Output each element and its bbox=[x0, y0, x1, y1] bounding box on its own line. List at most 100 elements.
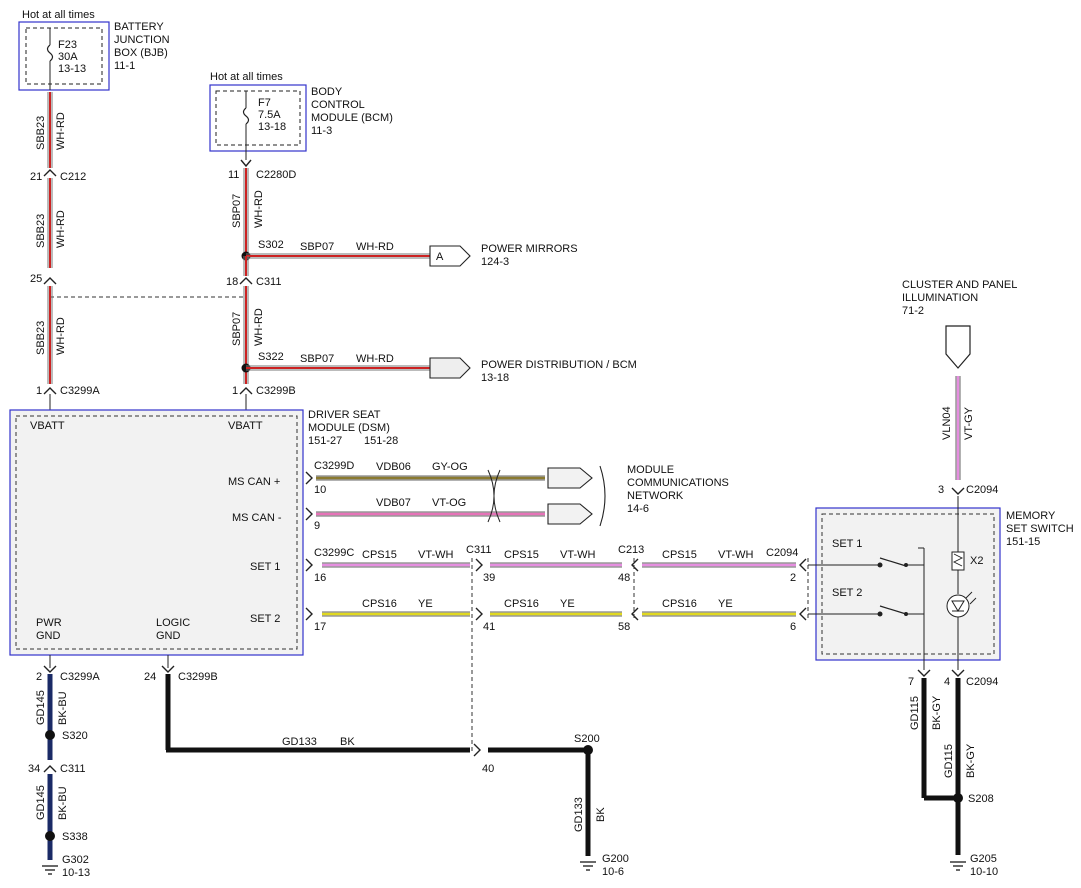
mcn-title-2: COMMUNICATIONS bbox=[627, 477, 729, 489]
cpi-ref: 71-2 bbox=[902, 305, 924, 317]
sbb23-label-3: SBB23 bbox=[35, 321, 47, 355]
memory-title-1: MEMORY bbox=[1006, 510, 1056, 522]
splice-s320-label: S320 bbox=[62, 730, 88, 742]
bjb-hot-label: Hot at all times bbox=[22, 9, 95, 21]
body-control-module: Hot at all times F7 7.5A 13-18 BODY CONT… bbox=[209, 71, 393, 160]
dsm-ms-can-minus: MS CAN - bbox=[232, 512, 282, 524]
connector-a-icon bbox=[429, 245, 471, 267]
memory-title-2: SET SWITCH bbox=[1006, 523, 1074, 535]
vdb06-color: GY-OG bbox=[432, 461, 468, 473]
pin-3: 3 bbox=[938, 484, 944, 496]
dsm-vbatt-2: VBATT bbox=[228, 420, 263, 432]
dsm-logic: LOGIC bbox=[156, 617, 190, 629]
pin-10: 10 bbox=[314, 484, 326, 496]
bjb-title-2: JUNCTION bbox=[114, 34, 170, 46]
gd145-color-1: BK-BU bbox=[57, 691, 69, 725]
splice-s200 bbox=[583, 745, 593, 755]
gd115-color-1: BK-GY bbox=[931, 695, 943, 730]
mcn-title-1: MODULE bbox=[627, 464, 674, 476]
connector-can-minus-icon bbox=[547, 503, 593, 525]
sbb23-color-3: WH-RD bbox=[55, 317, 67, 355]
sbp07-label-1: SBP07 bbox=[231, 194, 243, 228]
gd133-wire-2: GD133 bbox=[573, 797, 585, 832]
conn-c3299b-bot: C3299B bbox=[178, 671, 218, 683]
splice-s320 bbox=[45, 730, 55, 740]
ground-icon bbox=[42, 865, 58, 875]
pin-21: 21 bbox=[30, 171, 42, 183]
splice-s302-label: S302 bbox=[258, 239, 284, 251]
switch-set2-icon bbox=[879, 605, 907, 615]
conn-c311-bot: C311 bbox=[60, 763, 85, 775]
bcm-fuse-name: F7 bbox=[258, 97, 271, 109]
dsm-set-2: SET 2 bbox=[250, 613, 280, 625]
cps16-wire-1: CPS16 bbox=[362, 598, 397, 610]
dsm-title-1: DRIVER SEAT bbox=[308, 409, 381, 421]
battery-junction-box: Hot at all times F23 30A 13-13 BATTERY J… bbox=[18, 9, 170, 91]
sbb23-color-2: WH-RD bbox=[55, 210, 67, 248]
bcm-title-3: MODULE (BCM) bbox=[311, 112, 393, 124]
pin-41: 41 bbox=[483, 621, 495, 633]
dsm-vbatt-1: VBATT bbox=[30, 420, 65, 432]
pin-24: 24 bbox=[144, 671, 156, 683]
bcm-fuse-amp: 7.5A bbox=[258, 109, 281, 121]
pin-2: 2 bbox=[790, 572, 796, 584]
conn-c311-mid: C311 bbox=[466, 544, 491, 556]
fuse-icon bbox=[46, 44, 54, 62]
vln04-wire: VLN04 bbox=[941, 406, 953, 440]
pin-7: 7 bbox=[908, 676, 914, 688]
splice-s338 bbox=[45, 831, 55, 841]
sbp07-color-1: WH-RD bbox=[253, 190, 265, 228]
cps16-wire-2: CPS16 bbox=[504, 598, 539, 610]
gd145-color-2: BK-BU bbox=[57, 786, 69, 820]
pin-6: 6 bbox=[790, 621, 796, 633]
cps15-wire-1: CPS15 bbox=[362, 549, 397, 561]
ground-g200-ref: 10-6 bbox=[602, 866, 624, 878]
cps16-color-2: YE bbox=[560, 598, 575, 610]
cps15-color-1: VT-WH bbox=[418, 549, 453, 561]
pin-40: 40 bbox=[482, 763, 494, 775]
cpi-title-1: CLUSTER AND PANEL bbox=[902, 279, 1017, 291]
bjb-title-3: BOX (BJB) bbox=[114, 47, 168, 59]
cps15-color-3: VT-WH bbox=[718, 549, 753, 561]
pin-17: 17 bbox=[314, 621, 326, 633]
gd133-wire-1: GD133 bbox=[282, 736, 317, 748]
s302-wire: SBP07 bbox=[300, 241, 334, 253]
dsm-ms-can-plus: MS CAN + bbox=[228, 476, 280, 488]
cps15-wire-3: CPS15 bbox=[662, 549, 697, 561]
power-mirrors-ref: 124-3 bbox=[481, 256, 509, 268]
bjb-fuse-name: F23 bbox=[58, 39, 77, 51]
sbb23-label-1: SBB23 bbox=[35, 116, 47, 150]
conn-c3299a-bot: C3299A bbox=[60, 671, 100, 683]
switch-set1-icon bbox=[879, 557, 907, 567]
splice-s200-label: S200 bbox=[574, 733, 600, 745]
set-signal-lines: C3299C 16 CPS15 VT-WH C311 39 CPS15 VT-W… bbox=[305, 544, 809, 752]
conn-c2280d: C2280D bbox=[256, 169, 296, 181]
pin-1-left: 1 bbox=[36, 385, 42, 397]
fuse-icon bbox=[242, 107, 250, 125]
ground-icon bbox=[580, 861, 596, 871]
conn-c2094-bot: C2094 bbox=[966, 676, 998, 688]
conn-c212: C212 bbox=[60, 171, 86, 183]
bcm-hot-label: Hot at all times bbox=[210, 71, 283, 83]
ground-icon bbox=[950, 861, 966, 871]
driver-seat-module: VBATT VBATT MS CAN + MS CAN - SET 1 SET … bbox=[9, 409, 398, 656]
conn-a-label: A bbox=[436, 251, 444, 263]
left-feed-wire: SBB23 WH-RD 21 C212 SBB23 WH-RD 25 SBB23… bbox=[30, 92, 246, 410]
pin-48: 48 bbox=[618, 572, 630, 584]
connector-cpi-icon bbox=[945, 325, 971, 369]
pin-11: 11 bbox=[228, 169, 239, 181]
pin-9: 9 bbox=[314, 520, 320, 532]
cps16-color-1: YE bbox=[418, 598, 433, 610]
bcm-title-2: CONTROL bbox=[311, 99, 365, 111]
cps16-color-3: YE bbox=[718, 598, 733, 610]
dsm-set-1: SET 1 bbox=[250, 561, 280, 573]
pin-1-mid: 1 bbox=[232, 385, 238, 397]
power-distribution-title: POWER DISTRIBUTION / BCM bbox=[481, 359, 637, 371]
vdb06-wire: VDB06 bbox=[376, 461, 411, 473]
ground-g200: G200 bbox=[602, 853, 629, 865]
s322-wire: SBP07 bbox=[300, 353, 334, 365]
pin-2-gnd: 2 bbox=[36, 671, 42, 683]
power-mirrors-title: POWER MIRRORS bbox=[481, 243, 578, 255]
bcm-title-1: BODY bbox=[311, 86, 343, 98]
